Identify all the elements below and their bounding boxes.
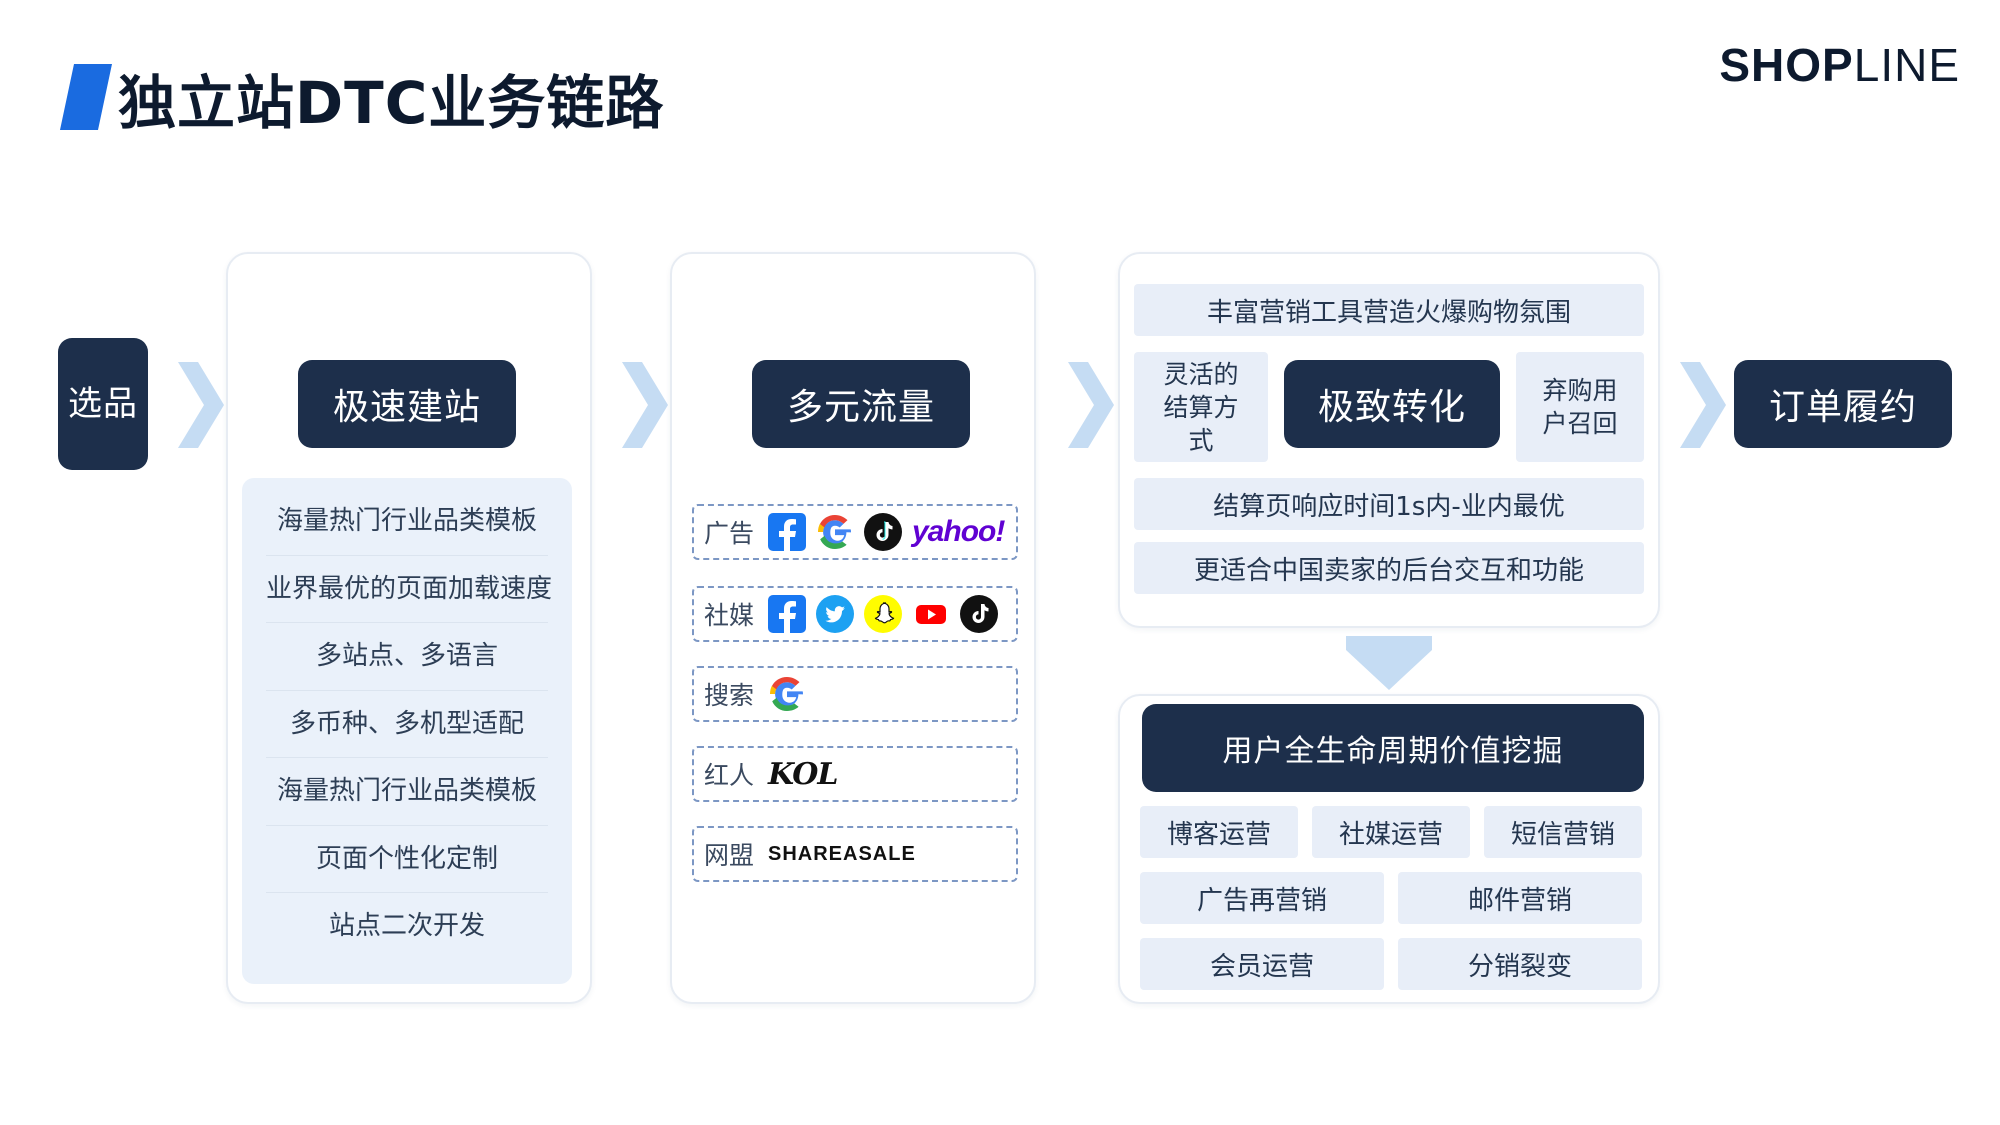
yahoo-logo: yahoo!	[912, 515, 1005, 548]
lifecycle-cell-sms: 短信营销	[1484, 806, 1642, 858]
channel-label: 网盟	[704, 841, 755, 870]
chevron-arrow-icon	[1068, 362, 1114, 448]
channel-label: 搜索	[704, 681, 755, 710]
lifecycle-cell-email: 邮件营销	[1398, 872, 1642, 924]
snapchat-icon	[864, 595, 902, 633]
logo-bold-text: SHOP	[1719, 39, 1854, 91]
youtube-icon	[916, 605, 946, 624]
feature-item: 海量热门行业品类模板	[266, 758, 548, 826]
feature-item: 业界最优的页面加载速度	[266, 556, 552, 623]
facebook-icon	[768, 595, 806, 633]
page-title: 独立站DTC业务链路	[118, 69, 665, 137]
tiktok-icon	[864, 513, 902, 551]
lifecycle-node: 用户全生命周期价值挖掘	[1142, 704, 1644, 792]
channel-search: 搜索	[692, 666, 1018, 722]
lifecycle-cell-social: 社媒运营	[1312, 806, 1470, 858]
chevron-down-icon	[1346, 636, 1432, 690]
feature-item: 多站点、多语言	[266, 623, 548, 691]
chevron-arrow-icon	[178, 362, 224, 448]
feature-item: 站点二次开发	[328, 911, 485, 941]
conversion-left-cell: 灵活的结算方式	[1134, 352, 1268, 462]
feature-item: 海量热门行业品类模板	[266, 488, 548, 556]
shopline-logo: SHOPLINE	[1719, 38, 1960, 92]
facebook-icon	[768, 513, 806, 551]
chevron-arrow-icon	[622, 362, 668, 448]
conversion-right-cell: 弃购用户召回	[1516, 352, 1644, 462]
lifecycle-cell-membership: 会员运营	[1140, 938, 1384, 990]
channel-influencer: 红人 KOL	[692, 746, 1018, 802]
conversion-row3-cell: 更适合中国卖家的后台交互和功能	[1134, 542, 1644, 594]
channel-label: 社媒	[704, 601, 755, 630]
tiktok-icon	[960, 595, 998, 633]
channel-social: 社媒	[692, 586, 1018, 642]
lifecycle-cell-retargeting: 广告再营销	[1140, 872, 1384, 924]
channel-label: 广告	[704, 519, 755, 548]
channel-label: 红人	[704, 761, 755, 790]
pick-product-node: 选品	[58, 338, 148, 470]
fulfillment-node: 订单履约	[1734, 360, 1952, 448]
lifecycle-cell-blog: 博客运营	[1140, 806, 1298, 858]
google-icon	[770, 677, 803, 711]
traffic-node: 多元流量	[752, 360, 970, 448]
lifecycle-cell-distribution: 分销裂变	[1398, 938, 1642, 990]
feature-item: 页面个性化定制	[266, 826, 548, 893]
kol-logo: KOL	[768, 756, 838, 792]
build-site-features: 海量热门行业品类模板 业界最优的页面加载速度 多站点、多语言 多币种、多机型适配…	[242, 478, 572, 984]
chevron-arrow-icon	[1680, 362, 1726, 448]
channel-ads: 广告 yahoo!	[692, 504, 1018, 560]
build-site-node: 极速建站	[298, 360, 516, 448]
conversion-row2-cell: 结算页响应时间1s内-业内最优	[1134, 478, 1644, 530]
conversion-node: 极致转化	[1284, 360, 1500, 448]
twitter-icon	[816, 595, 854, 633]
channel-affiliate: 网盟 SHAREASALE	[692, 826, 1018, 882]
conversion-top-cell: 丰富营销工具营造火爆购物氛围	[1134, 284, 1644, 336]
shareasale-logo: SHAREASALE	[768, 842, 916, 865]
google-icon	[818, 515, 851, 549]
feature-item: 多币种、多机型适配	[266, 691, 548, 758]
logo-light-text: LINE	[1853, 39, 1960, 91]
